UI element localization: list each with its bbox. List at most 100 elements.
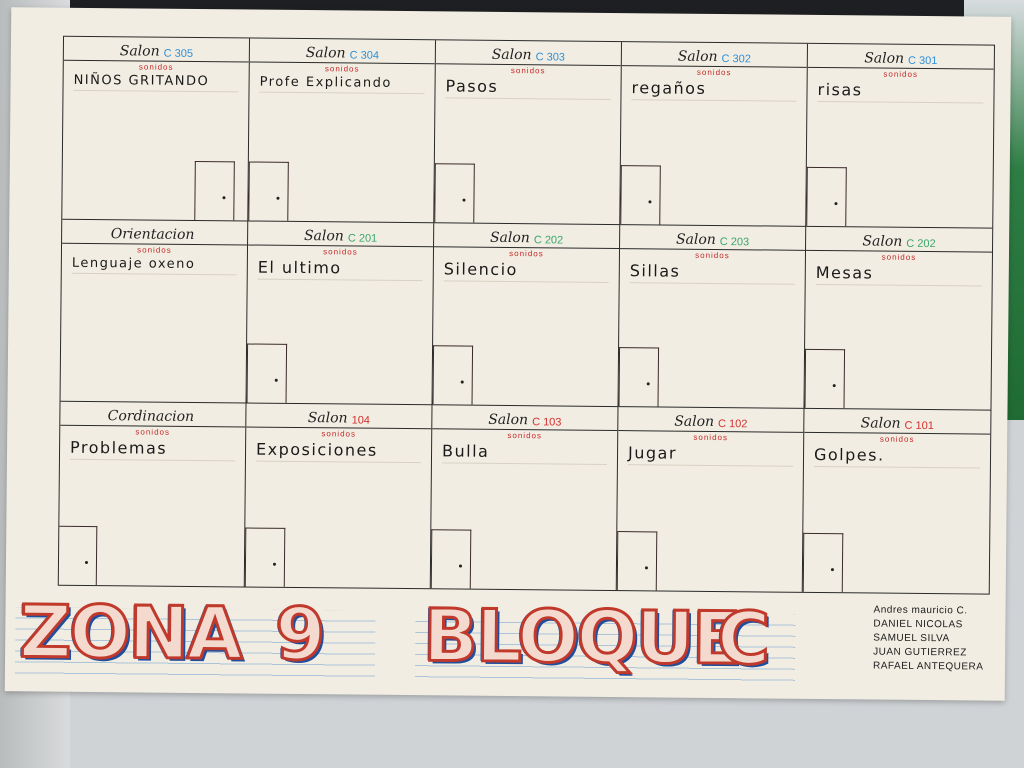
room-sounds-label: sonidos — [510, 66, 546, 76]
credits: Andres mauricio C. DANIEL NICOLAS SAMUEL… — [873, 604, 984, 675]
door-drawing — [248, 161, 289, 221]
banner-bloque: BLOQUE — [421, 592, 741, 682]
room-code: C 302 — [721, 53, 752, 66]
room-name: Salon — [860, 415, 901, 433]
room-code: C 305 — [163, 47, 194, 60]
room-sounds-label: sonidos — [321, 429, 357, 439]
room-name: Salon — [491, 46, 532, 64]
room-sound: Lenguaje oxeno — [71, 255, 237, 276]
room-name: Salon — [305, 45, 346, 62]
room-sounds-label: sonidos — [696, 67, 732, 78]
room-sound: El ultimo — [257, 257, 423, 281]
credit-name: SAMUEL SILVA — [873, 632, 950, 645]
door-drawing — [616, 531, 658, 591]
credit-name: JUAN GUTIERREZ — [873, 646, 967, 659]
room-sounds-label: sonidos — [881, 252, 917, 262]
room-name: Salon — [675, 231, 716, 248]
room-sound: Pasos — [445, 76, 611, 100]
room-sounds-label: sonidos — [693, 433, 729, 443]
door-drawing — [618, 347, 660, 407]
room-sound: Bulla — [441, 441, 608, 466]
room-code: C 304 — [349, 49, 380, 62]
room-sounds-label: sonidos — [507, 431, 543, 441]
room-sound: Sillas — [629, 260, 795, 285]
room-sounds-label: sonidos — [695, 250, 730, 260]
room-sound: Profe Explicando — [259, 74, 425, 95]
room-sound: Jugar — [627, 443, 794, 468]
room-sound: NIÑOS GRITANDO — [73, 72, 239, 93]
room-code: C 202 — [906, 237, 936, 250]
door-drawing — [244, 527, 286, 587]
door-drawing — [430, 529, 472, 589]
room-code: C 301 — [908, 54, 938, 68]
door-drawing — [246, 343, 288, 404]
room-sound: Exposiciones — [255, 439, 422, 464]
room-sounds-label: sonidos — [137, 245, 172, 255]
room-sounds-label: sonidos — [323, 246, 358, 257]
door-drawing — [58, 525, 98, 586]
room-code: 104 — [351, 414, 371, 428]
room-name: Cordinacion — [107, 408, 195, 426]
banner-zona: ZONA — [17, 588, 242, 677]
room-name: Salon — [674, 413, 715, 431]
room-name: Salon — [677, 48, 718, 65]
room-sounds-label: sonidos — [509, 248, 544, 258]
room-sound: risas — [817, 79, 984, 104]
room-sounds-label: sonidos — [138, 62, 174, 72]
room-name: Salon — [488, 412, 529, 429]
room-sounds-label: sonidos — [879, 434, 915, 445]
room-header: Cordinacion — [60, 402, 246, 428]
room-code: C 201 — [347, 232, 378, 245]
credit-name: DANIEL NICOLAS — [873, 618, 963, 631]
room-name: Salon — [119, 43, 160, 60]
room-code: C 103 — [532, 416, 562, 429]
room-name: Salon — [864, 50, 905, 67]
room-name: Salon — [307, 410, 348, 427]
banner-numero: 9 — [273, 590, 325, 677]
door-drawing — [802, 532, 844, 593]
room-name: Orientacion — [110, 225, 195, 243]
banner: ZONA 9 BLOQUE C Andres mauricio C. DANIE… — [5, 577, 1006, 701]
room-code: C 101 — [904, 420, 934, 433]
room-code: C 203 — [719, 235, 750, 248]
room-sounds-label: sonidos — [883, 69, 919, 79]
room-name: Salon — [862, 233, 903, 250]
door-drawing — [434, 162, 475, 223]
room-sounds-label: sonidos — [135, 427, 171, 438]
room-code: C 202 — [533, 233, 564, 247]
room-code: C 102 — [718, 418, 748, 431]
credit-name: RAFAEL ANTEQUERA — [872, 660, 984, 673]
door-drawing — [804, 349, 846, 409]
room-sound: Golpes. — [813, 445, 981, 469]
credit-name: Andres mauricio C. — [873, 604, 968, 617]
room-name: Salon — [303, 227, 344, 245]
door-drawing — [194, 160, 235, 221]
